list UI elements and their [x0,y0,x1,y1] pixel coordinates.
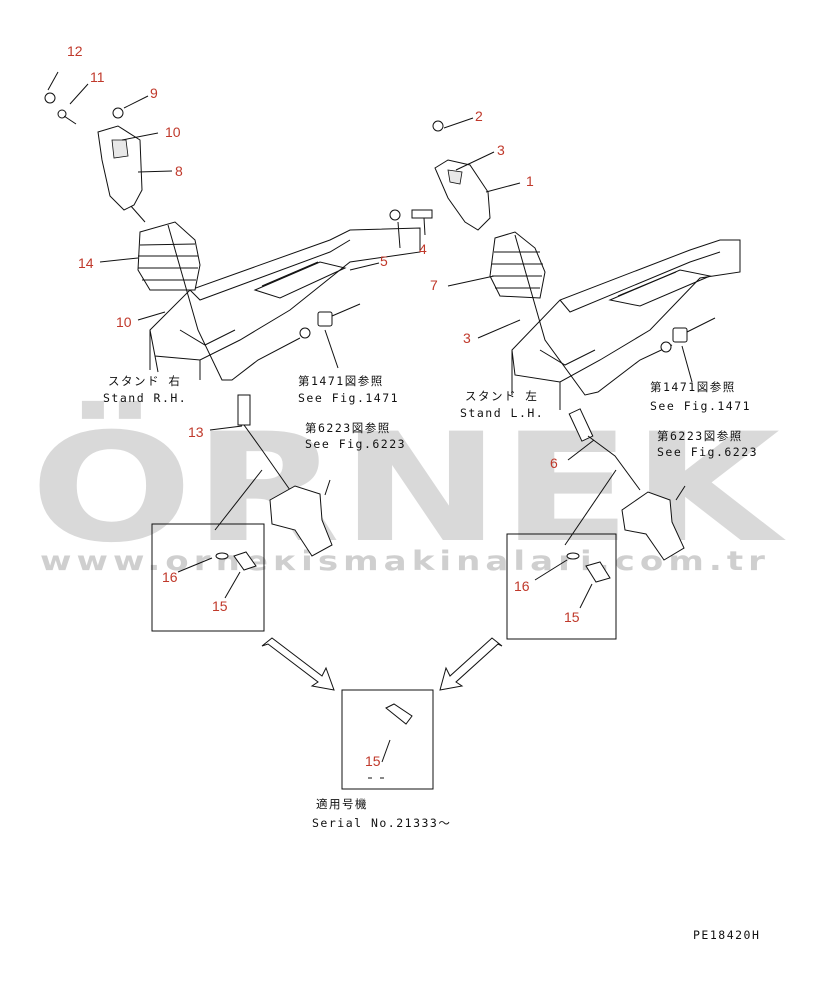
callout-11: 11 [90,69,105,85]
callout-3-bottom: 3 [463,330,471,346]
stand-lh-en: Stand L.H. [460,406,544,420]
callout-1: 1 [526,173,534,189]
valve-lh [621,491,685,561]
callout-3-top: 3 [497,142,505,158]
callout-7: 7 [430,277,438,293]
stand-rh-assembly [44,71,421,632]
inset-box-rh [151,523,265,632]
console-rh [149,227,421,361]
stand-rh-en: Stand R.H. [103,391,187,405]
callout-4: 4 [419,241,427,257]
ref1471-en-rh: See Fig.1471 [298,391,399,405]
nut-5 [389,209,401,221]
ref1471-jp-rh: 第1471図参照 [298,374,384,388]
serial-jp: 適用号機 [316,797,368,811]
callout-16-left: 16 [162,569,178,585]
boot-lh [489,231,546,299]
lever-grip-rh [97,125,143,211]
nut-12 [44,92,56,104]
text-labels: スタンド 右 Stand R.H. 第1471図参照 See Fig.1471 … [103,374,760,942]
bracket-6 [568,408,594,442]
ref6223-jp-lh: 第6223図参照 [657,429,743,443]
stand-lh-assembly [349,117,741,640]
bracket-13 [237,394,251,426]
console-lh [511,239,741,383]
ref1471-jp-lh: 第1471図参照 [650,380,736,394]
callout-numbers: 12 11 9 10 8 14 10 5 13 16 15 2 3 1 4 7 … [67,43,580,769]
callout-15-left: 15 [212,598,228,614]
ref6223-en-lh: See Fig.6223 [657,445,758,459]
arrow-left-to-center [261,637,335,691]
nut-2 [432,120,444,132]
valve-rh [269,485,333,557]
arrow-right-to-center [439,637,503,691]
watermark: ÖRNEK www.orneкismakinalari.com.tr [30,400,786,577]
drawing-code: PE18420H [693,928,760,942]
callout-12: 12 [67,43,83,59]
callout-5: 5 [380,253,388,269]
callout-15-bottom: 15 [365,753,381,769]
callout-10-bottom: 10 [116,314,132,330]
callout-15-right: 15 [564,609,580,625]
serial-en: Serial No.21333〜 [312,816,451,830]
callout-16-right: 16 [514,578,530,594]
callout-14: 14 [78,255,94,271]
watermark-url: www.orneкismakinalari.com.tr [40,546,770,577]
callout-10-top: 10 [165,124,181,140]
bolt-4 [411,209,433,219]
connector-lh [672,327,688,343]
callout-6: 6 [550,455,558,471]
nut-9 [112,107,124,119]
ref6223-jp-rh: 第6223図参照 [305,421,391,435]
callout-2: 2 [475,108,483,124]
connector-rh [317,311,333,327]
ref1471-en-lh: See Fig.1471 [650,399,751,413]
callout-9: 9 [150,85,158,101]
stand-rh-jp: スタンド 右 [108,374,181,388]
stand-lh-jp: スタンド 左 [465,389,538,403]
inset-box-serial [341,689,434,790]
inset-box-lh [506,533,617,640]
lever-grip-lh [434,159,491,231]
callout-13: 13 [188,424,204,440]
bottom-assembly [261,637,503,790]
ref6223-en-rh: See Fig.6223 [305,437,406,451]
callout-8: 8 [175,163,183,179]
